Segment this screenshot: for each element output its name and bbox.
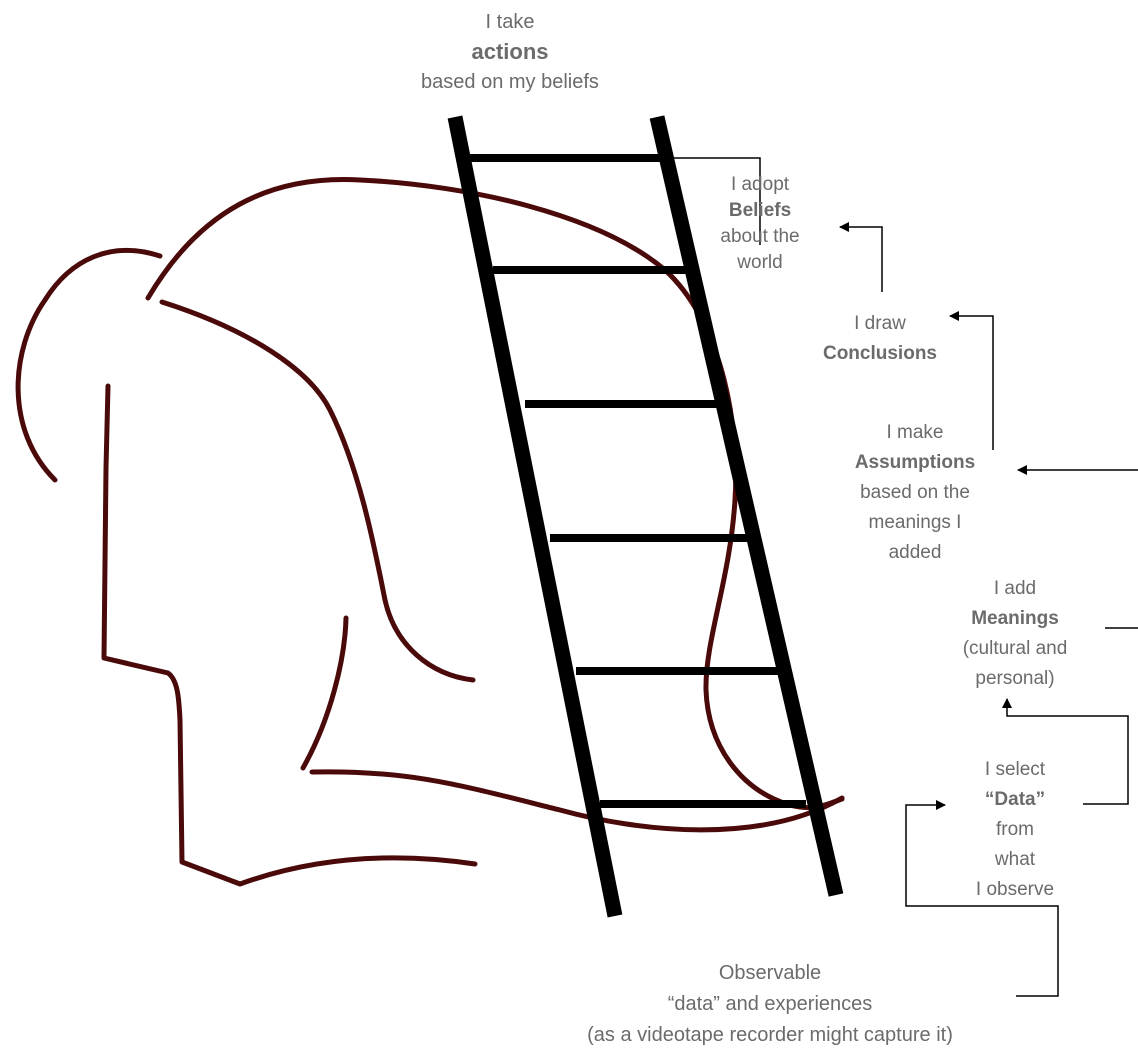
top-line3: based on my beliefs: [380, 67, 640, 97]
conclusions-label: I draw Conclusions: [800, 309, 960, 369]
face-profile: [162, 302, 473, 680]
observable-line1: Observable: [540, 958, 1000, 989]
meanings-line1: I add: [935, 574, 1095, 604]
data-line5: I observe: [955, 875, 1075, 905]
beliefs-line4: world: [700, 250, 820, 276]
data-line1: I select: [955, 755, 1075, 785]
beliefs-line1: I adopt: [700, 172, 820, 198]
observable-label: Observable “data” and experiences (as a …: [540, 958, 1000, 1051]
neck-left: [104, 386, 475, 884]
assumptions-label: I make Assumptions based on the meanings…: [830, 418, 1000, 568]
conclusions-line1: I draw: [800, 309, 960, 339]
assumptions-line3: based on the: [830, 478, 1000, 508]
data-bold: “Data”: [955, 785, 1075, 815]
data-line3: from: [955, 815, 1075, 845]
assumptions-line4: meanings I: [830, 508, 1000, 538]
assumptions-line5: added: [830, 538, 1000, 568]
observable-line3: (as a videotape recorder might capture i…: [540, 1020, 1000, 1051]
top-actions-label: I take actions based on my beliefs: [380, 7, 640, 97]
beliefs-bold: Beliefs: [700, 198, 820, 224]
top-bold: actions: [380, 37, 640, 67]
meanings-line4: personal): [935, 664, 1095, 694]
beliefs-line3: about the: [700, 224, 820, 250]
head-back-curve: [18, 250, 160, 480]
ladder-left-rail: [455, 117, 615, 916]
top-line1: I take: [380, 7, 640, 37]
observable-line2: “data” and experiences: [540, 989, 1000, 1020]
assumptions-line1: I make: [830, 418, 1000, 448]
meanings-line3: (cultural and: [935, 634, 1095, 664]
meanings-label: I add Meanings (cultural and personal): [935, 574, 1095, 694]
beliefs-label: I adopt Beliefs about the world: [700, 172, 820, 276]
data-label: I select “Data” from what I observe: [955, 755, 1075, 905]
data-line4: what: [955, 845, 1075, 875]
conclusions-bold: Conclusions: [800, 339, 960, 369]
head-outline: [18, 180, 842, 884]
conclusions-to-beliefs-arrow: [840, 227, 882, 292]
meanings-bold: Meanings: [935, 604, 1095, 634]
chin-line: [303, 618, 346, 768]
assumptions-bold: Assumptions: [830, 448, 1000, 478]
